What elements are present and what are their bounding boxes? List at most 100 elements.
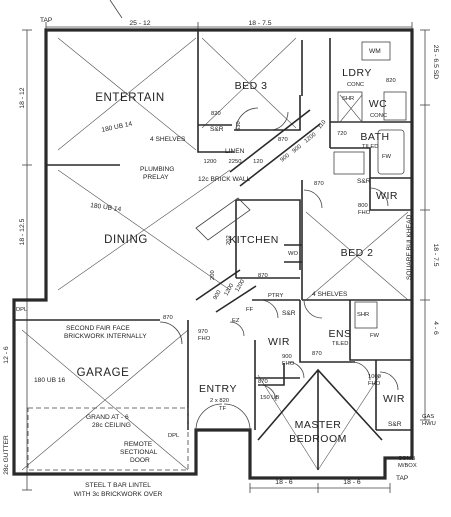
label-w200: 200 xyxy=(210,270,216,280)
label-shr-1: SHR xyxy=(342,96,354,102)
label-fho-4: FHO xyxy=(368,381,381,387)
label-comb: COMB xyxy=(398,456,416,462)
label-shelves-1: 4 SHELVES xyxy=(150,136,186,143)
label-remote-2: SECTIONAL xyxy=(120,449,158,456)
dim-top-right: 18 - 7.5 xyxy=(248,20,271,27)
label-w870-5: 870 xyxy=(258,379,268,385)
label-w900: 900 xyxy=(282,354,292,360)
dim-right-middle: 18 - 7.5 xyxy=(432,243,439,266)
label-w110: 110 xyxy=(317,119,328,130)
label-ub-2: 180 UB 14 xyxy=(90,202,122,213)
room-wir-3: WIR xyxy=(383,393,405,405)
label-grand-1: GRAND AT - 6 xyxy=(86,414,129,421)
room-wir-1: WIR xyxy=(376,190,398,202)
label-fw-1: FW xyxy=(382,154,392,160)
label-ub150: 150 UB xyxy=(260,395,279,401)
label-ub-3: 180 UB 16 xyxy=(34,377,65,384)
label-gas: GAS xyxy=(422,414,434,420)
room-bed2: BED 2 xyxy=(341,247,374,259)
dim-top-left: 25 - 12 xyxy=(129,20,150,27)
label-second-face-2: BRICKWORK INTERNALLY xyxy=(64,333,147,340)
dim-left-lower: 12 - 6 xyxy=(3,346,10,364)
label-ub-1: 180 UB 14 xyxy=(101,121,133,134)
room-kitchen: KITCHEN xyxy=(229,234,279,246)
label-w870-4: 870 xyxy=(163,315,173,321)
label-lintel-2: WITH 3c BRICKWORK OVER xyxy=(74,491,163,498)
label-conc-1: CONC xyxy=(347,82,364,88)
label-grand-2: 28c CEILING xyxy=(92,422,131,429)
room-wc: WC xyxy=(369,98,388,110)
room-bath: BATH xyxy=(360,131,389,143)
label-w870-2: 870 xyxy=(314,181,324,187)
label-mbox: M/BOX xyxy=(398,463,417,469)
dim-bottom-left: 18 - 6 xyxy=(275,479,293,486)
label-w1000: 1000 xyxy=(368,374,381,380)
label-w900-a: 900 xyxy=(280,153,291,164)
label-sr-1: S&R xyxy=(210,126,224,133)
label-wm: WM xyxy=(369,48,381,55)
dim-right-lower: 4 - 6 xyxy=(432,321,439,335)
label-remote-3: DOOR xyxy=(130,457,150,464)
dim-2250: 2250 xyxy=(229,159,242,165)
room-bed3: BED 3 xyxy=(235,80,268,92)
label-conc-2: CONC xyxy=(370,113,387,119)
label-tap-top: TAP xyxy=(40,17,53,24)
dim-1200: 1200 xyxy=(204,159,217,165)
room-master-line1: MASTER xyxy=(295,419,342,431)
label-linen: LINEN xyxy=(225,148,245,155)
door-swings xyxy=(159,107,399,431)
room-labels: ENTERTAIN BED 3 LDRY WC BATH WIR DINING … xyxy=(77,67,405,445)
label-w720: 720 xyxy=(337,131,347,137)
room-master-line2: BEDROOM xyxy=(289,433,347,445)
label-door-2x820: 2 x 820 xyxy=(210,398,229,404)
label-second-face-1: SECOND FAIR FACE xyxy=(66,325,130,332)
dim-120: 120 xyxy=(253,159,263,165)
label-ff: FF xyxy=(246,307,254,313)
label-w1200-a: 1200 xyxy=(304,132,318,145)
label-remote-1: REMOTE xyxy=(124,441,153,448)
room-ensuite: ENS xyxy=(328,328,351,340)
label-tiled-2: TILED xyxy=(332,341,348,347)
label-lintel-1: STEEL T BAR LINTEL xyxy=(85,482,151,489)
label-w900-c: 900 xyxy=(213,290,223,301)
dimension-lines xyxy=(22,0,430,493)
label-w1200-c: 1200 xyxy=(235,279,247,293)
label-sr-3: S&R xyxy=(282,310,296,317)
label-fho-2: FHO xyxy=(198,336,211,342)
label-w970: 970 xyxy=(198,329,208,335)
label-fw-2: FW xyxy=(370,333,380,339)
label-hwu: HWU xyxy=(422,421,436,427)
room-entertain: ENTERTAIN xyxy=(95,92,165,104)
room-garage: GARAGE xyxy=(77,367,130,379)
label-brick-wall: 12c BRICK WALL xyxy=(198,176,250,183)
label-sr-4: S&R xyxy=(388,421,402,428)
label-w1200-b: 1200 xyxy=(224,283,236,297)
label-w202: 202 xyxy=(226,235,232,245)
room-dining: DINING xyxy=(104,234,148,246)
label-w870-3: 870 xyxy=(258,273,268,279)
dim-left-middle: 18 - 12.5 xyxy=(19,218,26,245)
label-fho-3: FHO xyxy=(282,361,295,367)
annotations: TAP TAP 4 SHELVES 4 SHELVES LINEN 12c BR… xyxy=(3,17,436,498)
label-tf: TF xyxy=(219,406,227,412)
label-ez: EZ xyxy=(232,318,240,324)
label-square-bulkhead: SQUARE BULKHEAD xyxy=(406,215,413,280)
label-dpl-2: DPL xyxy=(168,433,180,439)
label-w900-b: 900 xyxy=(292,144,303,155)
room-entry: ENTRY xyxy=(199,383,237,395)
label-tiled-1: TILED xyxy=(362,144,378,150)
label-shr-2: SHR xyxy=(357,312,369,318)
label-fho-1: FHO xyxy=(358,210,371,216)
dim-right-top: 25 - 6.5 SD xyxy=(432,45,439,79)
room-laundry: LDRY xyxy=(342,67,372,79)
label-shelves-2: 4 SHELVES xyxy=(312,291,348,298)
label-w800: 800 xyxy=(358,203,368,209)
label-w820-1: 820 xyxy=(211,111,221,117)
label-prelay: PRELAY xyxy=(143,174,169,181)
dim-bottom-right: 18 - 6 xyxy=(343,479,361,486)
label-plumbing: PLUMBING xyxy=(140,166,174,173)
label-dpl-1: DPL xyxy=(16,307,28,313)
dimension-labels: 25 - 12 18 - 7.5 18 - 12 18 - 12.5 12 - … xyxy=(3,20,439,486)
label-w630: 630 xyxy=(236,121,242,131)
room-diagonals xyxy=(21,37,409,471)
